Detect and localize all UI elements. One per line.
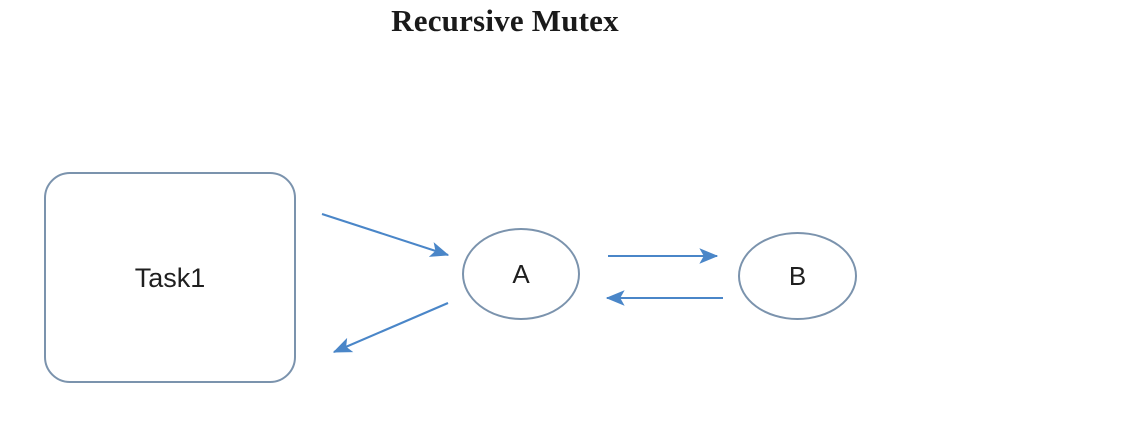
node-a-label: A bbox=[512, 259, 530, 289]
node-task1-label: Task1 bbox=[134, 263, 206, 293]
page-title: Recursive Mutex bbox=[391, 3, 619, 38]
node-a[interactable] bbox=[462, 228, 580, 320]
node-b[interactable] bbox=[738, 232, 857, 320]
node-b-label: B bbox=[788, 261, 807, 291]
node-task1[interactable] bbox=[44, 172, 296, 383]
arrow-a-to-task1 bbox=[332, 302, 449, 353]
arrow-task1-to-a bbox=[321, 213, 450, 257]
